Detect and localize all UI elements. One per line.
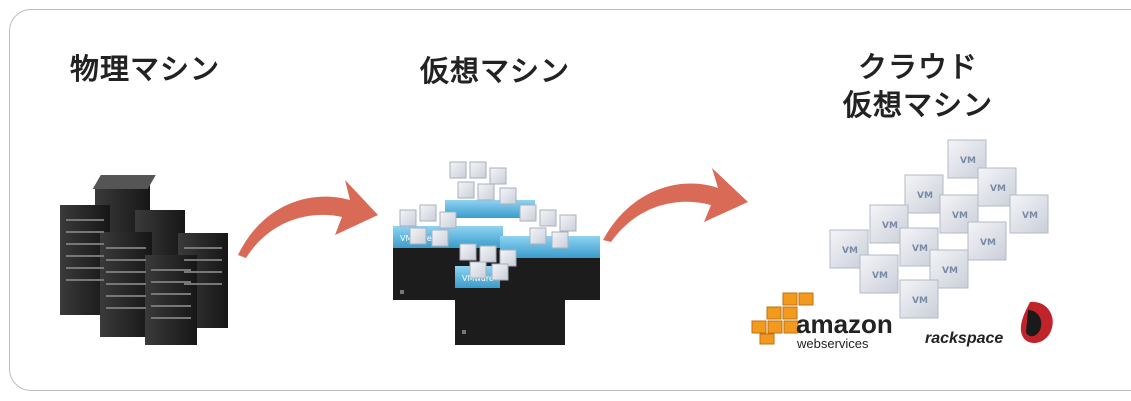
vm-label-2: VM [917,191,933,201]
vm-label-10: VM [872,271,888,281]
cloud-vm-cubes-icon [829,139,1049,319]
arrow-2-icon [603,168,748,242]
vm-label-4: VM [1022,211,1038,221]
vm-label-11: VM [942,266,958,276]
cloud-vm-label: クラウド 仮想マシン [828,48,1008,124]
virtual-machine-label: 仮想マシン [419,54,570,88]
cloud-vm-label-line2: 仮想マシン [842,88,993,122]
rackspace-logo: rackspace [925,301,1053,347]
amazon-webservices-text: webservices [796,336,869,351]
arrow-1-icon [238,180,378,258]
cloud-vm-label-line1: クラウド [857,50,978,84]
amazon-web-services-logo: amazon webservices [751,292,893,351]
vm-label-5: VM [952,211,968,221]
vm-label-3: VM [990,184,1006,194]
vm-label-1: VM [960,156,976,166]
amazon-wordmark: amazon [796,309,893,339]
vm-label-6: VM [882,221,898,231]
physical-servers-icon [60,175,228,345]
vm-label-8: VM [980,238,996,248]
vm-label-12: VM [912,296,928,306]
rackspace-wordmark: rackspace [925,330,1003,347]
vm-label-7: VM [912,244,928,254]
vm-label-9: VM [842,246,858,256]
physical-machine-label: 物理マシン [69,52,220,86]
vmware-cluster-icon: VMware VMware [393,161,600,345]
